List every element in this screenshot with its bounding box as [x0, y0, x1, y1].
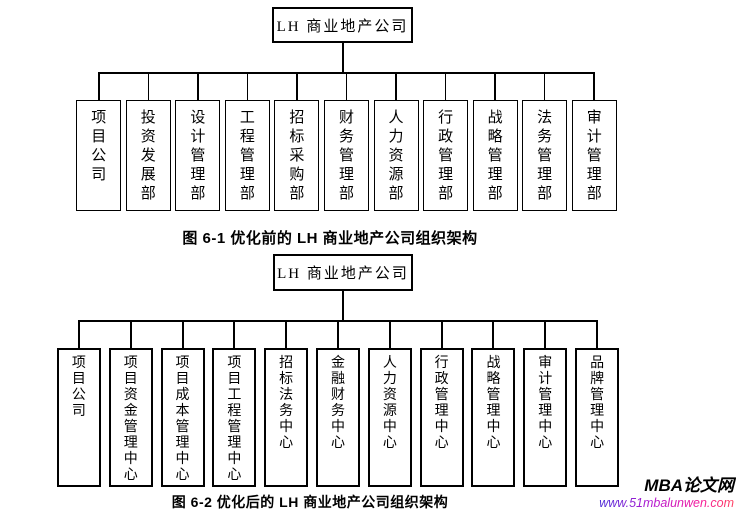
department-box: 投 资 发 展 部 — [125, 100, 171, 211]
department-box: 项 目 资 金 管 理 中 心 — [108, 348, 153, 487]
root-connector-line — [342, 291, 344, 320]
department-label: 人 力 资 源 部 — [388, 110, 404, 202]
department-label: 项 目 资 金 管 理 中 心 — [123, 356, 138, 483]
department-label: 战 略 管 理 部 — [487, 110, 503, 202]
department-box: 项 目 成 本 管 理 中 心 — [160, 348, 205, 487]
connector-stub — [468, 320, 520, 348]
department-label: 项 目 公 司 — [91, 110, 107, 183]
connector-stub — [569, 72, 619, 100]
department-box: 品 牌 管 理 中 心 — [575, 348, 620, 487]
department-box: 审 计 管 理 部 — [571, 100, 617, 211]
department-label: 法 务 管 理 部 — [537, 110, 553, 202]
department-label: 招 标 采 购 部 — [289, 110, 305, 202]
department-label: 工 程 管 理 部 — [239, 110, 255, 202]
connector-stub — [371, 72, 421, 100]
connector-stub — [124, 72, 174, 100]
department-box: 设 计 管 理 部 — [175, 100, 221, 211]
connector-stub — [260, 320, 312, 348]
department-label: 设 计 管 理 部 — [190, 110, 206, 202]
figure-caption-after: 图 6-2 优化后的 LH 商业地产公司组织架构 — [171, 494, 449, 510]
department-row: 项 目 公 司 投 资 发 展 部 设 计 管 理 部 工 程 管 理 部 招 标 采 … — [74, 100, 619, 211]
connector-stub — [571, 320, 623, 348]
department-box: 项 目 工 程 管 理 中 心 — [212, 348, 257, 487]
department-box: 招 标 法 务 中 心 — [264, 348, 309, 487]
department-box: 行 政 管 理 部 — [423, 100, 469, 211]
department-label: 审 计 管 理 中 心 — [538, 356, 553, 451]
connector-stub — [74, 72, 124, 100]
department-box: 法 务 管 理 部 — [522, 100, 568, 211]
department-row: 项 目 公 司项 目 资 金 管 理 中 心项 目 成 本 管 理 中 心项 目… — [53, 348, 623, 487]
department-label: 审 计 管 理 部 — [586, 110, 602, 202]
connector-stub — [105, 320, 157, 348]
figure-caption-before: 图 6-1 优化前的 LH 商业地产公司组织架构 — [182, 230, 478, 247]
root-company-label: LH 商业地产公司 — [277, 266, 409, 282]
department-box: 项 目 公 司 — [76, 100, 122, 211]
connector-row — [53, 320, 623, 348]
department-box: 招 标 采 购 部 — [274, 100, 320, 211]
connector-stub — [53, 320, 105, 348]
connector-stub — [173, 72, 223, 100]
department-label: 招 标 法 务 中 心 — [279, 356, 294, 451]
connector-stub — [322, 72, 372, 100]
connector-stub — [364, 320, 416, 348]
connector-stub — [312, 320, 364, 348]
department-label: 金 融 财 务 中 心 — [330, 356, 345, 451]
watermark: MBA论文网 www.51mbalunwen.com — [599, 476, 734, 511]
watermark-site-name: MBA论文网 — [644, 476, 734, 495]
department-box: 战 略 管 理 中 心 — [471, 348, 516, 487]
connector-stub — [223, 72, 273, 100]
connector-row — [74, 72, 619, 100]
department-label: 行 政 管 理 部 — [438, 110, 454, 202]
department-label: 财 务 管 理 部 — [338, 110, 354, 202]
department-box: 人 力 资 源 中 心 — [367, 348, 412, 487]
department-label: 战 略 管 理 中 心 — [486, 356, 501, 451]
department-box: 人 力 资 源 部 — [373, 100, 419, 211]
root-company-label: LH 商业地产公司 — [276, 18, 409, 35]
connector-stub — [157, 320, 209, 348]
watermark-site-url: www.51mbalunwen.com — [599, 496, 734, 510]
department-box: 行 政 管 理 中 心 — [419, 348, 464, 487]
connector-stub — [519, 320, 571, 348]
department-box: 战 略 管 理 部 — [472, 100, 518, 211]
department-box: 项 目 公 司 — [56, 348, 101, 487]
department-label: 项 目 工 程 管 理 中 心 — [227, 356, 242, 483]
department-label: 项 目 成 本 管 理 中 心 — [175, 356, 190, 483]
department-label: 品 牌 管 理 中 心 — [590, 356, 605, 451]
connector-stub — [470, 72, 520, 100]
department-box: 财 务 管 理 部 — [323, 100, 369, 211]
department-label: 人 力 资 源 中 心 — [382, 356, 397, 451]
department-box: 审 计 管 理 中 心 — [523, 348, 568, 487]
department-box: 金 融 财 务 中 心 — [315, 348, 360, 487]
connector-stub — [421, 72, 471, 100]
root-connector-line — [342, 43, 344, 72]
department-label: 投 资 发 展 部 — [140, 110, 156, 202]
connector-stub — [208, 320, 260, 348]
connector-stub — [416, 320, 468, 348]
root-company-box: LH 商业地产公司 — [272, 7, 413, 43]
department-box: 工 程 管 理 部 — [224, 100, 270, 211]
connector-stub — [272, 72, 322, 100]
department-label: 行 政 管 理 中 心 — [434, 356, 449, 451]
root-company-box: LH 商业地产公司 — [273, 254, 413, 291]
department-label: 项 目 公 司 — [71, 356, 86, 419]
connector-stub — [520, 72, 570, 100]
